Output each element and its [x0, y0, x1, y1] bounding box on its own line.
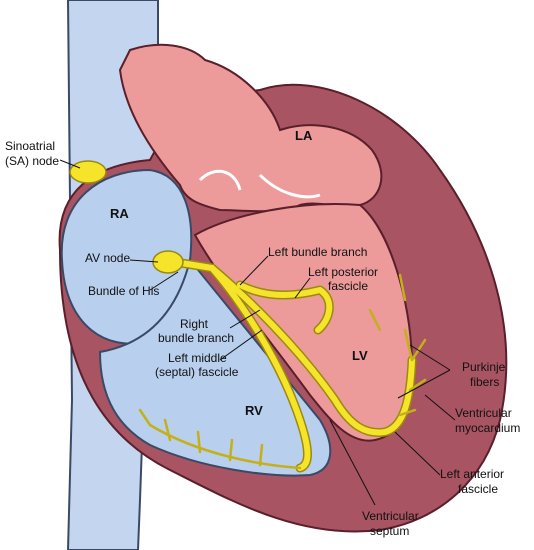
label-right-bb-line1: Right: [180, 317, 209, 331]
conduction-system: [138, 257, 427, 473]
label-av-node: AV node: [85, 251, 130, 265]
label-vent-myo-line2: myocardium: [455, 421, 520, 435]
label-rv: RV: [245, 403, 263, 418]
label-vent-sept-line1: Ventricular: [362, 509, 419, 523]
label-purkinje-line1: Purkinje: [462, 360, 506, 374]
label-la: LA: [295, 128, 313, 143]
label-purkinje-line2: fibers: [470, 375, 499, 389]
right-ventricle: [98, 257, 332, 477]
label-left-ant-line1: Left anterior: [440, 467, 504, 481]
label-right-bb-line2: bundle branch: [158, 331, 234, 345]
label-left-bb: Left bundle branch: [268, 245, 367, 259]
label-sa-node-line1: Sinoatrial: [5, 139, 55, 153]
label-left-post-line1: Left posterior: [308, 265, 378, 279]
label-left-post-line2: fascicle: [328, 279, 368, 293]
label-left-middle-line2: (septal) fascicle: [155, 365, 239, 379]
label-sa-node-line2: (SA) node: [5, 154, 59, 168]
left-atrium: [118, 43, 383, 213]
label-ra: RA: [110, 206, 129, 221]
label-vent-myo-line1: Ventricular: [455, 406, 512, 420]
leader-lines: [59, 159, 456, 506]
label-left-middle-line1: Left middle: [168, 351, 227, 365]
label-bundle-his: Bundle of His: [88, 284, 159, 298]
sa-node: [69, 160, 107, 184]
label-vent-sept-line2: septum: [370, 524, 409, 538]
label-lv: LV: [352, 348, 368, 363]
label-left-ant-line2: fascicle: [458, 482, 498, 496]
